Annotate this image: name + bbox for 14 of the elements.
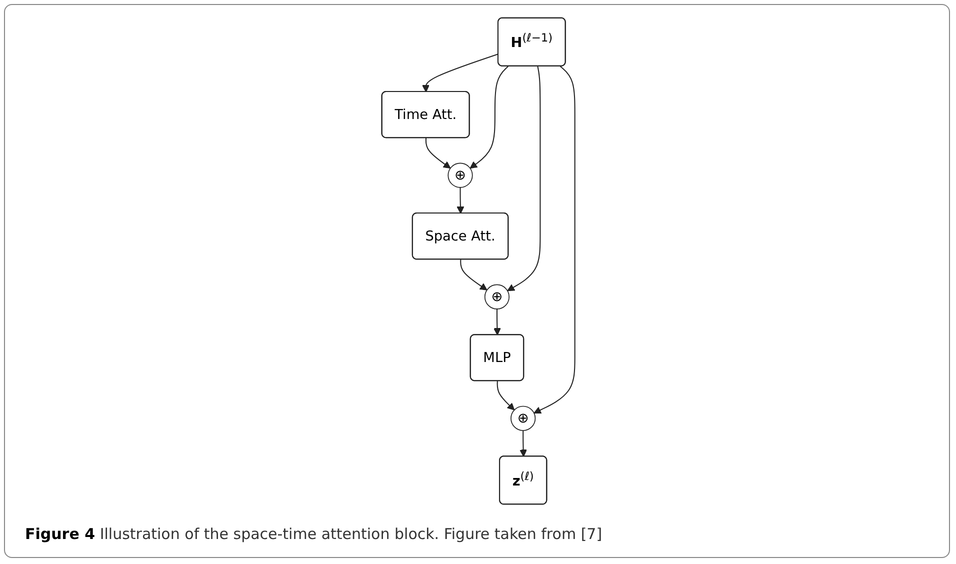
node-circle: ⊕: [484, 284, 510, 310]
arrow: [506, 66, 540, 292]
arrow: [469, 66, 508, 169]
arrow: [425, 138, 450, 169]
arrow: [422, 54, 498, 92]
node-circle: ⊕: [447, 162, 472, 188]
arrow: [519, 430, 527, 457]
arrow: [456, 187, 464, 214]
figure-caption: Figure 4 Illustration of the space-time attention block. Figure taken from [7]: [25, 525, 602, 543]
arrow: [460, 260, 487, 290]
arrow: [496, 381, 514, 410]
arrow: [493, 308, 501, 336]
node-circle: ⊕: [510, 406, 536, 431]
arrow: [533, 66, 576, 414]
